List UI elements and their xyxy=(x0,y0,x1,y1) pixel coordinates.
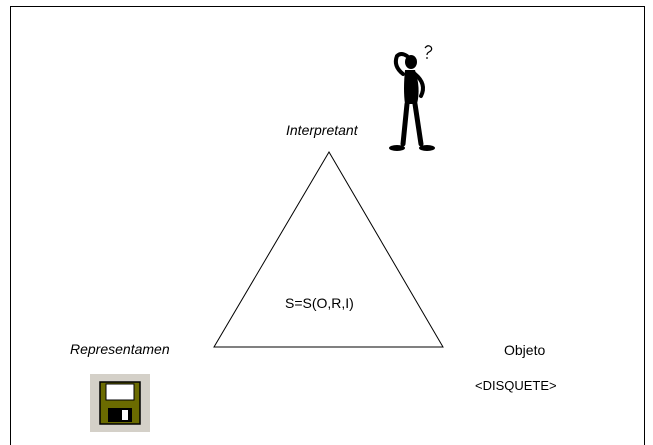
disquete-label: <DISQUETE> xyxy=(475,378,557,393)
interpretant-label: Interpretant xyxy=(286,122,358,138)
sign-formula: S=S(O,R,I) xyxy=(285,295,354,311)
diagram-frame xyxy=(10,6,645,445)
floppy-disk-icon xyxy=(90,374,150,432)
thinking-person-icon xyxy=(389,45,435,151)
objeto-label: Objeto xyxy=(504,342,546,358)
representamen-label: Representamen xyxy=(70,341,170,357)
triangle-shape xyxy=(213,151,444,348)
